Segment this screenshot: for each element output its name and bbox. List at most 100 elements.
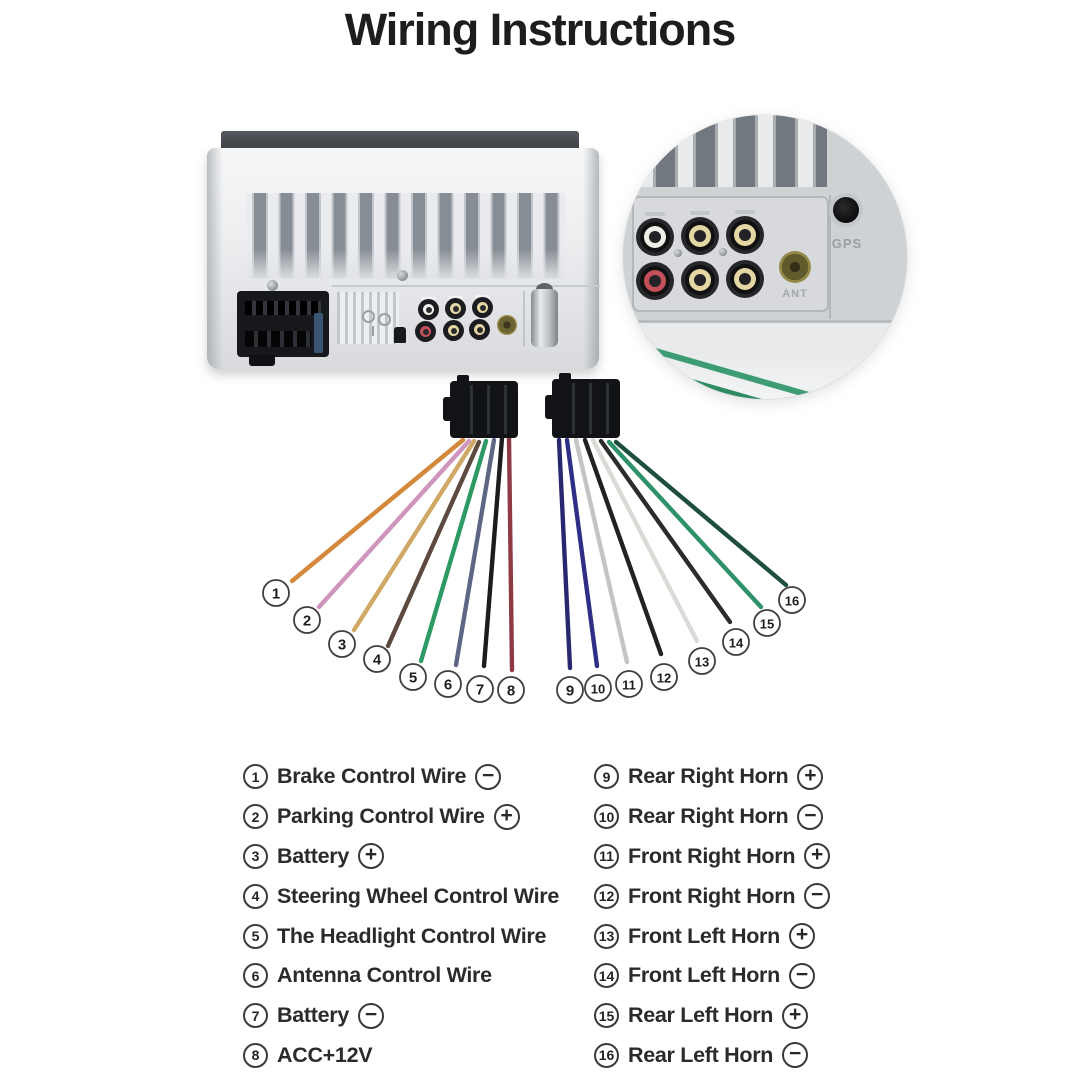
iso-socket-block — [237, 291, 329, 366]
legend-label: Front Right Horn — [628, 883, 796, 908]
wire-number: 14 — [729, 636, 744, 651]
legend-label: Rear Right Horn — [628, 764, 789, 789]
wire-15 — [606, 439, 764, 610]
wire-4 — [385, 439, 482, 649]
panel-seam — [332, 285, 600, 287]
legend-label: Rear Right Horn — [628, 804, 789, 829]
wire-3 — [351, 438, 477, 633]
screw — [397, 270, 408, 281]
screw — [719, 248, 727, 256]
wire-number-badge — [556, 676, 584, 704]
wire-5 — [418, 438, 489, 664]
rca-jack-audio — [726, 216, 764, 254]
wire-number: 3 — [338, 637, 346, 654]
ant-label: ANT — [782, 288, 808, 300]
legend-label: Brake Control Wire — [277, 764, 467, 789]
iso-blue-key — [314, 313, 323, 353]
wire-number: 11 — [622, 678, 636, 693]
legend-row: 9 Rear Right Horn + — [594, 757, 830, 797]
legend-number: 14 — [594, 963, 619, 989]
rca-jack-audio — [443, 320, 464, 341]
legend-label: Front Left Horn — [628, 923, 780, 948]
page-title: Wiring Instructions — [344, 4, 737, 55]
connector-zoom-inset: GPS ANT — [623, 115, 907, 399]
wire-9 — [556, 437, 573, 671]
wire-number-badge — [293, 606, 321, 634]
wire-1 — [289, 437, 466, 584]
legend-number: 4 — [243, 883, 268, 909]
wire-10 — [564, 437, 600, 669]
wire-number: 1 — [272, 586, 280, 603]
wire-number: 4 — [373, 652, 382, 669]
wire-number: 5 — [409, 670, 417, 687]
wire-number-badge — [497, 676, 525, 704]
power-barrel — [531, 289, 558, 347]
panel-icon — [372, 326, 374, 336]
legend-number: 15 — [594, 1003, 619, 1029]
wire-6 — [453, 437, 497, 668]
heatsink-fins — [247, 193, 565, 279]
legend-label: Front Right Horn — [628, 843, 796, 868]
gps-port — [833, 197, 859, 223]
wire-number-badge — [466, 675, 494, 703]
polarity-minus-icon: − — [475, 763, 502, 790]
legend-number: 11 — [594, 843, 619, 869]
wire-number-badge — [363, 645, 391, 673]
wire-number-badge — [399, 663, 427, 691]
gps-label: GPS — [831, 236, 863, 251]
legend-label: Front Left Horn — [628, 963, 780, 988]
jack-label — [645, 212, 665, 216]
wire-number: 7 — [476, 682, 484, 699]
rca-jack-audio — [469, 319, 490, 340]
wire-number-badge — [262, 579, 290, 607]
polarity-plus-icon: + — [358, 843, 384, 870]
wire-14 — [598, 438, 733, 625]
wire-number-badge — [722, 628, 750, 656]
iso-foot — [249, 355, 275, 366]
wire-2 — [316, 438, 472, 610]
legend-number: 1 — [243, 764, 268, 790]
legend-label: The Headlight Control Wire — [277, 923, 547, 948]
legend-number: 8 — [243, 1042, 268, 1068]
legend-number: 5 — [243, 923, 268, 949]
polarity-minus-icon: − — [797, 803, 824, 830]
polarity-plus-icon: + — [788, 923, 815, 950]
legend-row: 15 Rear Left Horn + — [594, 996, 830, 1036]
rca-jack-audio — [445, 298, 466, 319]
rca-jack-audio — [726, 260, 764, 298]
legend-row: 3 Battery + — [243, 837, 559, 877]
screw — [674, 249, 682, 257]
wire-number-badge — [753, 609, 781, 637]
legend-label: Rear Left Horn — [628, 1003, 774, 1028]
polarity-plus-icon: + — [782, 1002, 809, 1029]
connector-grooves — [558, 383, 614, 434]
head-unit-top-edge — [221, 131, 579, 150]
legend-number: 12 — [594, 883, 619, 909]
panel-divider — [829, 195, 831, 319]
iso-pin-row — [245, 331, 311, 347]
wire-7 — [481, 435, 505, 669]
rca-jack-audio — [681, 217, 719, 255]
rca-jack-video-out — [636, 218, 674, 256]
wire-number: 12 — [657, 671, 671, 686]
wire-number-badge — [328, 630, 356, 658]
legend-row: 5 The Headlight Control Wire — [243, 916, 559, 956]
legend-number: 9 — [594, 764, 619, 790]
connector-grooves — [456, 385, 512, 434]
polarity-plus-icon: + — [797, 763, 824, 790]
polarity-plus-icon: + — [493, 803, 520, 830]
screw — [267, 280, 278, 291]
wire-number-badge — [688, 647, 716, 675]
legend-number: 3 — [243, 843, 268, 869]
antenna-jack — [497, 315, 517, 335]
wire-number: 13 — [695, 655, 709, 670]
legend-label: Battery — [277, 843, 349, 868]
